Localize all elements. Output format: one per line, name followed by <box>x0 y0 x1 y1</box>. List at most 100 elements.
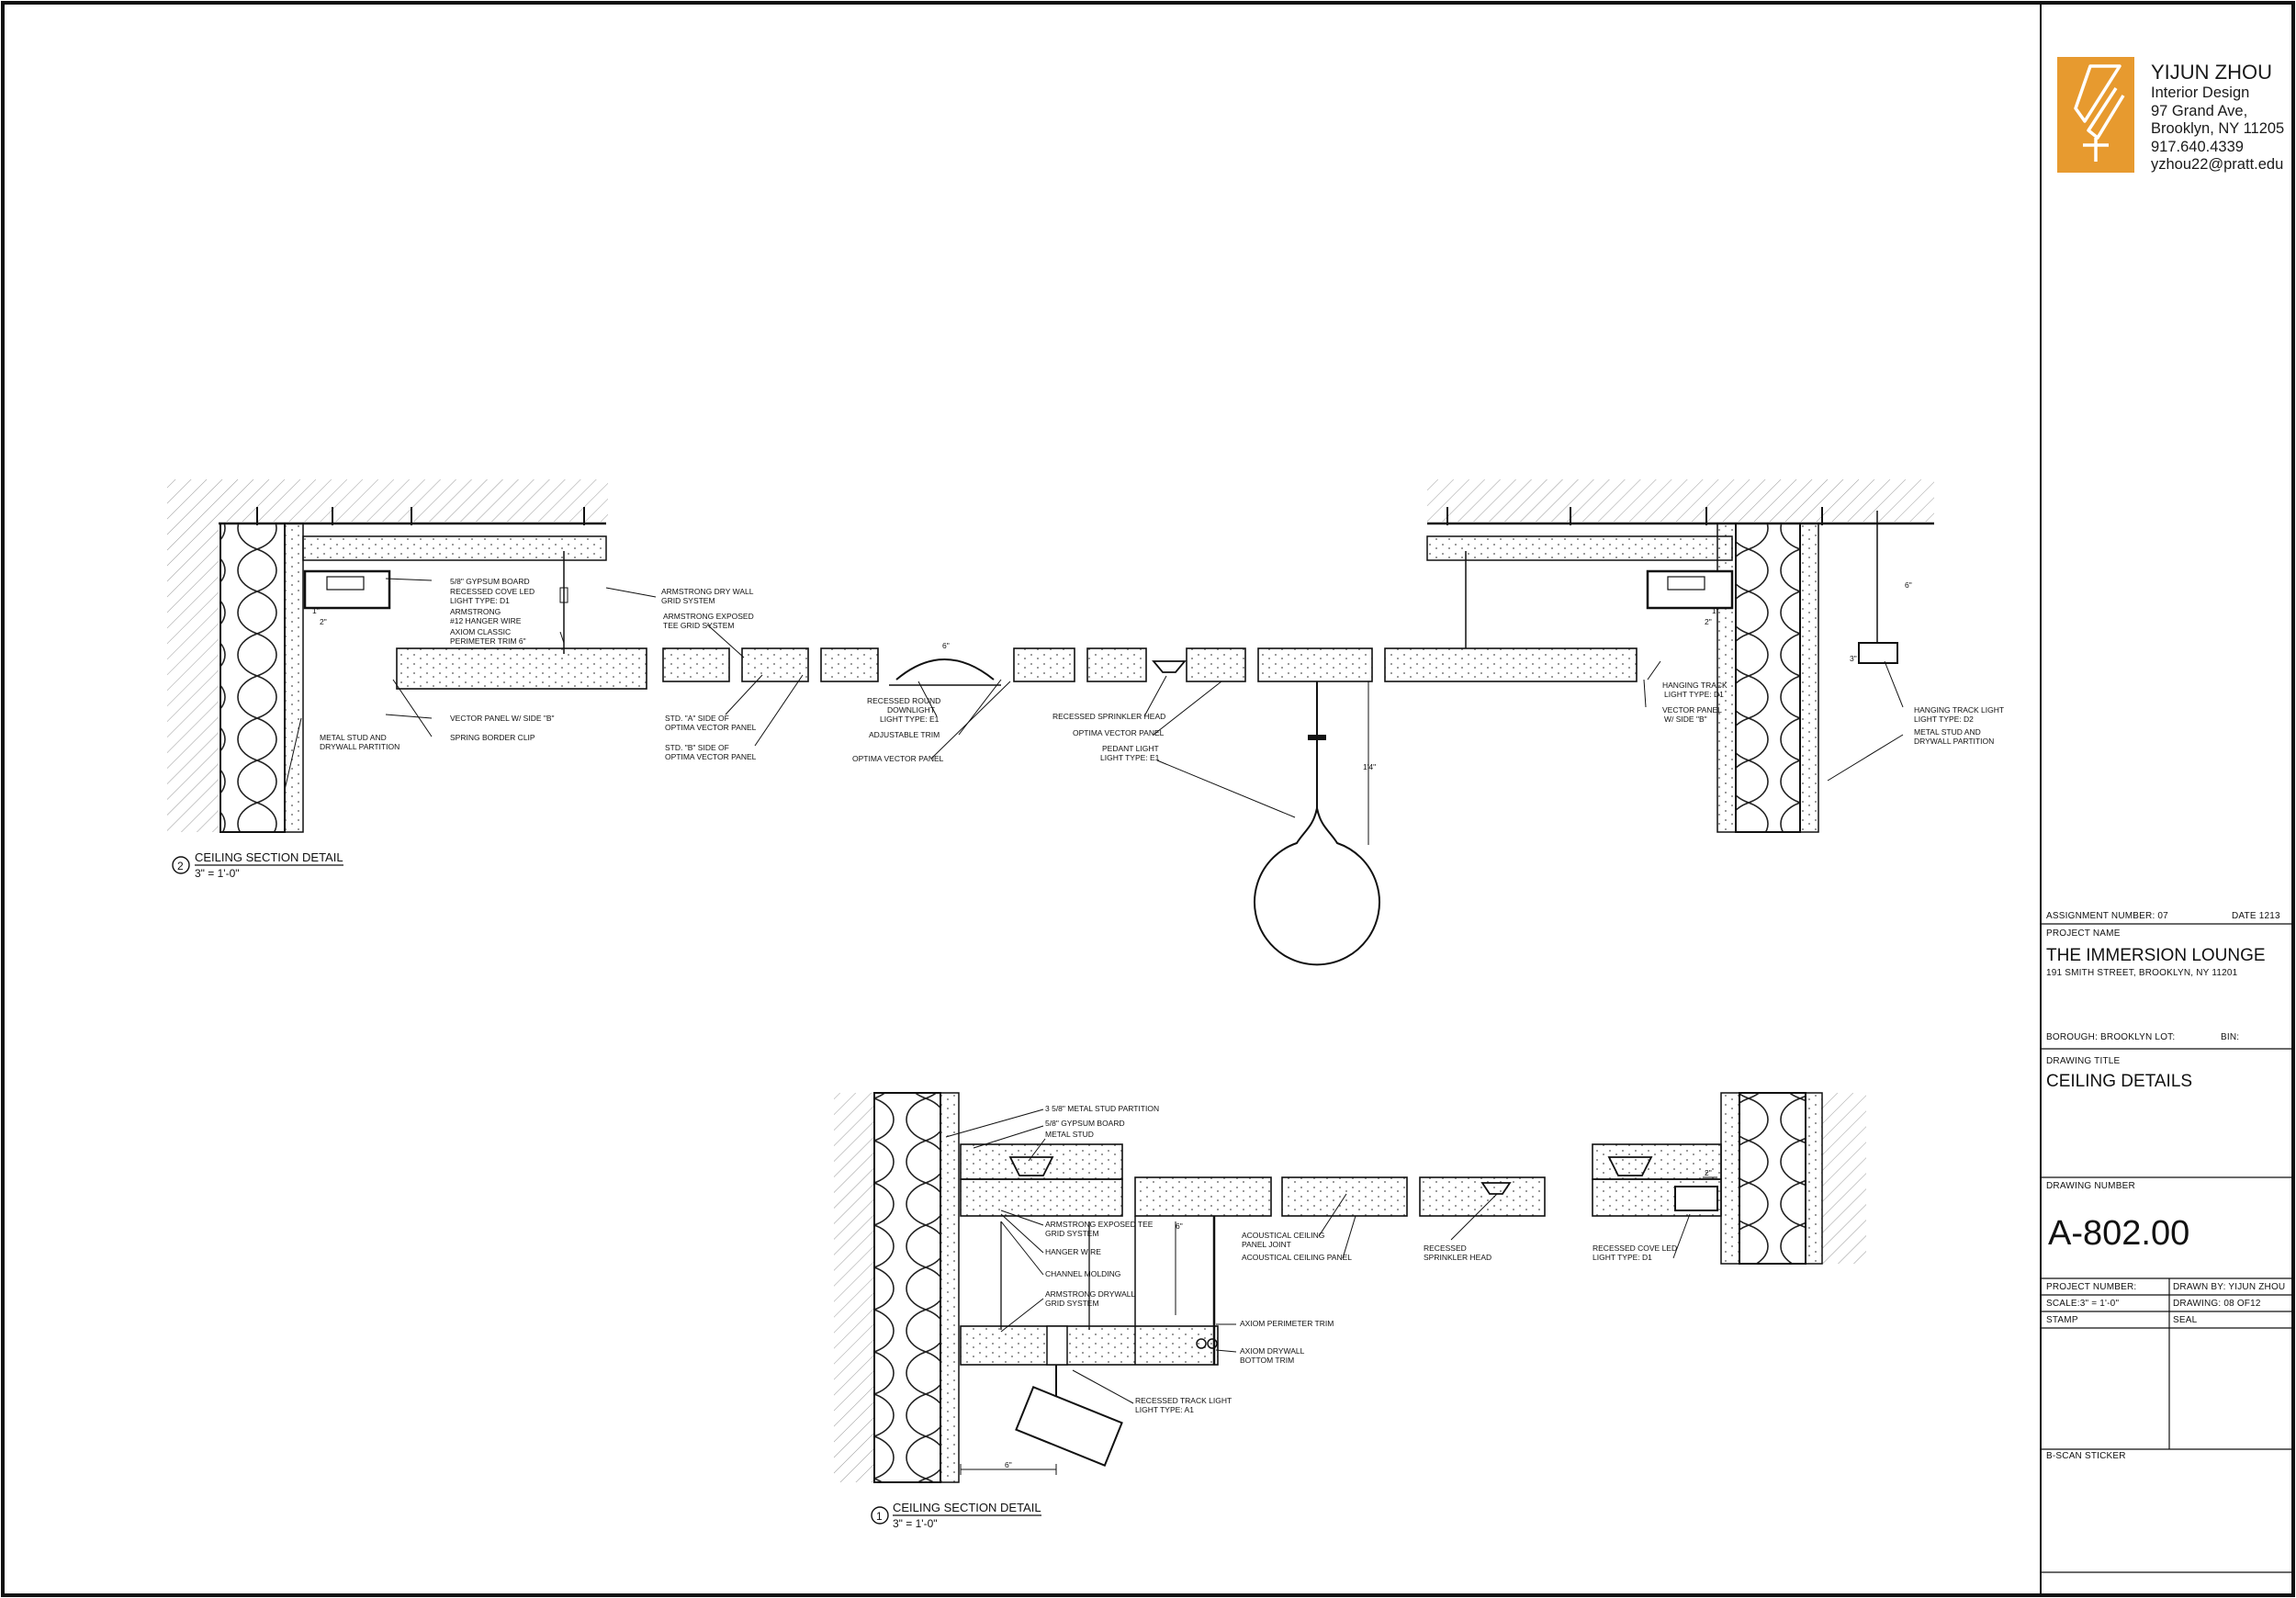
detail-2-number: 2 <box>177 860 184 872</box>
label-sprinkler-1: RECESSED <box>1424 1244 1467 1253</box>
dim-6in-a: 6" <box>1005 1460 1012 1469</box>
bin: BIN: <box>2221 1032 2240 1042</box>
dim-2in: 2" <box>320 617 327 626</box>
label-downlight-1: RECESSED ROUND <box>867 696 940 705</box>
dim-1in: 1" <box>312 606 320 615</box>
label-metal-stud-1: METAL STUD AND <box>320 733 387 742</box>
label-joint-1: ACOUSTICAL CEILING <box>1242 1231 1324 1240</box>
label-gypsum-1: 5/8" GYPSUM BOARD <box>1045 1119 1125 1128</box>
pendant-light <box>1254 807 1380 966</box>
project-name: THE IMMERSION LOUNGE <box>2046 946 2266 965</box>
insulation-left <box>219 523 286 833</box>
drawing-title: CEILING DETAILS <box>2046 1072 2193 1091</box>
label-optima-1: OPTIMA VECTOR PANEL <box>852 754 944 763</box>
dim-r2in: 2" <box>1705 617 1712 626</box>
drywall-grid-left <box>302 535 607 561</box>
insulation-right <box>1735 523 1801 833</box>
cove-led-box-1 <box>1674 1186 1718 1211</box>
dim-1ft4in: 1'4" <box>1363 762 1376 771</box>
label-hanger-1: ARMSTRONG <box>450 607 501 616</box>
label-cove-led-1: RECESSED COVE LED <box>450 587 535 596</box>
drywall-grid-right <box>1426 535 1733 561</box>
label-track-d2-2: LIGHT TYPE: D2 <box>1914 715 1974 724</box>
dim-6in-b: 6" <box>1176 1221 1183 1231</box>
label-drywall-2: GRID SYSTEM <box>1045 1299 1099 1308</box>
label-axiom-2: PERIMETER TRIM 6" <box>450 636 526 646</box>
label-track-d1-1: HANGING TRACK <box>1662 681 1728 690</box>
label-pendant-1: PEDANT LIGHT <box>1102 744 1159 753</box>
project-address: 191 SMITH STREET, BROOKLYN, NY 11201 <box>2046 968 2238 978</box>
label-tee-2: GRID SYSTEM <box>1045 1229 1099 1238</box>
dim-6in: 6" <box>942 641 950 650</box>
label-metal-stud-r2: DRYWALL PARTITION <box>1914 737 1994 746</box>
label-tee-grid-2: TEE GRID SYSTEM <box>663 621 734 630</box>
drawn-by: DRAWN BY: YIJUN ZHOU <box>2173 1282 2286 1292</box>
detail-1-scale: 3" = 1'-0" <box>893 1517 938 1530</box>
dim-r3in: 3" <box>1850 654 1857 663</box>
ceiling-section-detail-1 <box>834 1092 1866 1483</box>
label-track-d2-1: HANGING TRACK LIGHT <box>1914 705 2004 715</box>
label-track-1: RECESSED TRACK LIGHT <box>1135 1396 1232 1405</box>
b-scan-sticker: B-SCAN STICKER <box>2046 1451 2126 1461</box>
firm-phone: 917.640.4339 <box>2151 138 2244 155</box>
wall-hatch-left <box>167 522 219 832</box>
seal: SEAL <box>2173 1315 2198 1325</box>
label-cove-2: LIGHT TYPE: D1 <box>1593 1253 1652 1262</box>
drawing-count: DRAWING: 08 OF12 <box>2173 1299 2261 1309</box>
firm-discipline: Interior Design <box>2151 84 2250 101</box>
label-metal-stud-1: METAL STUD <box>1045 1130 1094 1139</box>
label-tee-1: ARMSTRONG EXPOSED TEE <box>1045 1220 1154 1229</box>
label-std-a-2: OPTIMA VECTOR PANEL <box>665 723 757 732</box>
label-track-2: LIGHT TYPE: A1 <box>1135 1405 1194 1414</box>
detail-1-title-text: CEILING SECTION DETAIL <box>893 1501 1041 1514</box>
scale: SCALE:3" = 1'-0" <box>2046 1299 2120 1309</box>
slab-hatch-right <box>1427 479 1934 522</box>
assignment-number: ASSIGNMENT NUMBER: 07 <box>2046 911 2168 921</box>
insulation-left-1 <box>873 1092 941 1483</box>
firm-email: yzhou22@pratt.edu <box>2151 156 2284 174</box>
label-bottom-trim-1: AXIOM DRYWALL <box>1240 1346 1305 1356</box>
label-hanger-2: #12 HANGER WIRE <box>450 616 522 625</box>
detail-2-title: 2 CEILING SECTION DETAIL 3" = 1'-0" <box>172 850 343 880</box>
label-std-a-1: STD. "A" SIDE OF <box>665 714 729 723</box>
label-channel: CHANNEL MOLDING <box>1045 1269 1120 1278</box>
label-stud-partition: 3 5/8" METAL STUD PARTITION <box>1045 1104 1159 1113</box>
borough-lot: BOROUGH: BROOKLYN LOT: <box>2046 1032 2176 1042</box>
ceiling-panel-row-2 <box>396 647 1638 690</box>
label-pendant-2: LIGHT TYPE: E1 <box>1100 753 1160 762</box>
detail-2-scale: 3" = 1'-0" <box>195 867 240 880</box>
dim-r1in: 1" <box>1712 606 1719 615</box>
label-sprinkler-2: SPRINKLER HEAD <box>1424 1253 1491 1262</box>
label-cove-1: RECESSED COVE LED <box>1593 1244 1677 1253</box>
sprinkler-head-1 <box>1480 1182 1512 1195</box>
track-light-d2 <box>1858 642 1898 664</box>
project-number: PROJECT NUMBER: <box>2046 1282 2137 1292</box>
firm-logo <box>2057 57 2134 173</box>
label-drywall-grid-1: ARMSTRONG DRY WALL <box>661 587 754 596</box>
detail-2-title-text: CEILING SECTION DETAIL <box>195 850 343 864</box>
drawing-number: A-802.00 <box>2048 1214 2190 1253</box>
label-downlight-3: LIGHT TYPE: E1 <box>880 715 940 724</box>
detail-1-title: 1 CEILING SECTION DETAIL 3" = 1'-0" <box>871 1501 1041 1530</box>
label-vector-b-1: VECTOR PANEL <box>1662 705 1722 715</box>
label-metal-stud-r1: METAL STUD AND <box>1914 727 1981 737</box>
label-drywall-grid-2: GRID SYSTEM <box>661 596 715 605</box>
date: DATE 1213 <box>2232 911 2280 921</box>
label-perimeter-trim: AXIOM PERIMETER TRIM <box>1240 1319 1334 1328</box>
label-metal-stud-2: DRYWALL PARTITION <box>320 742 400 751</box>
label-gypsum: 5/8" GYPSUM BOARD <box>450 577 530 586</box>
label-optima-2: OPTIMA VECTOR PANEL <box>1073 728 1165 737</box>
wall-hatch-left-1 <box>834 1093 874 1482</box>
label-bottom-trim-2: BOTTOM TRIM <box>1240 1356 1294 1365</box>
firm-info: YIJUN ZHOU Interior Design 97 Grand Ave,… <box>2151 61 2284 174</box>
stamp: STAMP <box>2046 1315 2078 1325</box>
sprinkler-head <box>1152 660 1187 673</box>
label-drywall-1: ARMSTRONG DRYWALL <box>1045 1289 1136 1299</box>
drawing-number-label: DRAWING NUMBER <box>2046 1181 2135 1191</box>
detail-1-number: 1 <box>876 1510 883 1523</box>
stud-left <box>284 523 304 833</box>
project-name-label: PROJECT NAME <box>2046 928 2121 939</box>
label-vector-side-b: VECTOR PANEL W/ SIDE "B" <box>450 714 555 723</box>
